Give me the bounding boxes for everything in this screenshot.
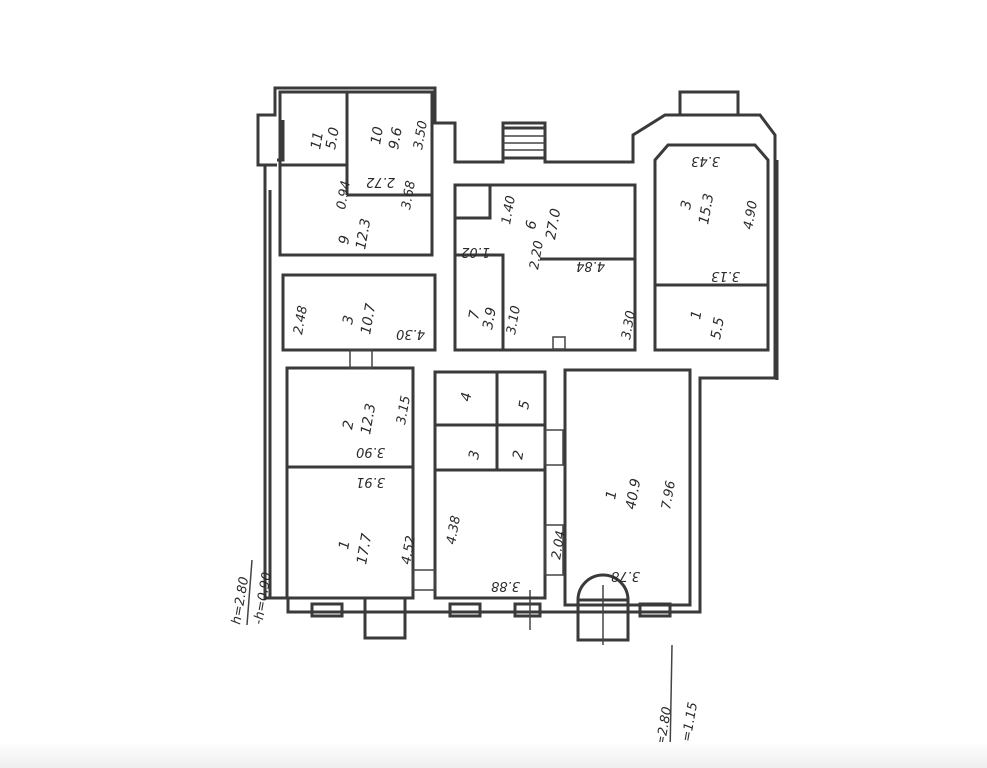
room-2-1-outline xyxy=(285,366,415,600)
room-11-area: 5.0 xyxy=(323,126,343,151)
room-3-left-dim: 2.48 xyxy=(291,305,311,336)
room-2-left-dim: 3.90 xyxy=(356,444,385,459)
room-3-right-outline xyxy=(653,143,770,352)
room-3-right-label: 3 xyxy=(678,199,695,211)
room-9-area: 12.3 xyxy=(353,217,374,250)
room-7-dim: 3.10 xyxy=(504,305,524,336)
room-1-right-area: 5.5 xyxy=(708,316,728,341)
room-6-dim: 2.20 xyxy=(527,240,547,271)
room-7-label: 7 xyxy=(466,309,483,321)
room-3-right-dim: 4.90 xyxy=(741,200,761,231)
height-annotations: h=2.80 -h=0.90 h=2.80 -h=1.15 xyxy=(229,559,701,756)
room-1-right-label: 1 xyxy=(688,309,705,321)
room-1-large-outline xyxy=(563,368,692,607)
room-6-dim: 1.40 xyxy=(499,195,519,226)
room-3-right-dim: 3.43 xyxy=(691,153,720,168)
room-9-outline xyxy=(278,90,434,257)
room-1-large-dim: 7.96 xyxy=(659,480,679,511)
room-6-dim: 3.30 xyxy=(619,310,639,341)
room-11-label: 11 xyxy=(308,130,327,150)
room-center-dim: 4.38 xyxy=(444,515,464,546)
room-1-large-area: 40.9 xyxy=(623,477,644,511)
room-7-dim: 1.02 xyxy=(461,244,490,259)
room-7-outline xyxy=(453,253,505,352)
room-3-small-label: 3 xyxy=(466,449,483,461)
room-6-label: 6 xyxy=(523,219,540,231)
room-10-dim: 2.72 xyxy=(366,174,395,189)
room-3-left-area: 10.7 xyxy=(358,302,379,336)
room-2-left-dim: 3.15 xyxy=(394,395,414,426)
room-3-left-label: 3 xyxy=(340,314,357,326)
room-10-dim: 3.50 xyxy=(411,120,431,151)
room-6-area: 27.0 xyxy=(543,207,564,241)
room-9-label: 9 xyxy=(336,234,353,246)
room-10-area: 9.6 xyxy=(386,126,406,151)
room-center-dim: 3.88 xyxy=(491,578,520,593)
room-1-left-label: 1 xyxy=(336,539,353,551)
room-1-large-dim: 3.78 xyxy=(611,568,640,583)
room-10-label: 10 xyxy=(368,125,387,145)
room-5-label: 5 xyxy=(516,399,533,411)
room-9-dim: 0.94 xyxy=(334,180,354,211)
room-4-label: 4 xyxy=(458,391,475,403)
room-3-left-dim: 4.30 xyxy=(396,326,425,341)
room-1-left-dim: 4.52 xyxy=(399,535,419,566)
room-9-dim: 3.68 xyxy=(399,180,419,211)
exterior-walls xyxy=(256,86,779,645)
room-1-left-area: 17.7 xyxy=(354,532,375,566)
room-3-right-area: 15.3 xyxy=(696,192,717,225)
room-1-left-dim: 3.91 xyxy=(356,474,385,489)
room-6-dim: 4.84 xyxy=(576,258,605,273)
center-block-outline xyxy=(433,370,547,600)
scan-edge xyxy=(0,742,987,768)
room-2-left-area: 12.3 xyxy=(358,402,379,435)
room-1-large-dim: 2.04 xyxy=(549,530,569,561)
room-3-right-dim: 3.13 xyxy=(711,268,740,283)
room-2-left-label: 2 xyxy=(340,419,357,431)
room-2-small-label: 2 xyxy=(510,449,527,461)
room-labels: 11 5.0 10 9.6 3.50 2.72 9 12.3 0.94 3.68… xyxy=(291,120,761,593)
room-7-area: 3.9 xyxy=(480,306,500,331)
interior-walls xyxy=(278,90,770,607)
room-1-large-label: 1 xyxy=(603,489,620,501)
